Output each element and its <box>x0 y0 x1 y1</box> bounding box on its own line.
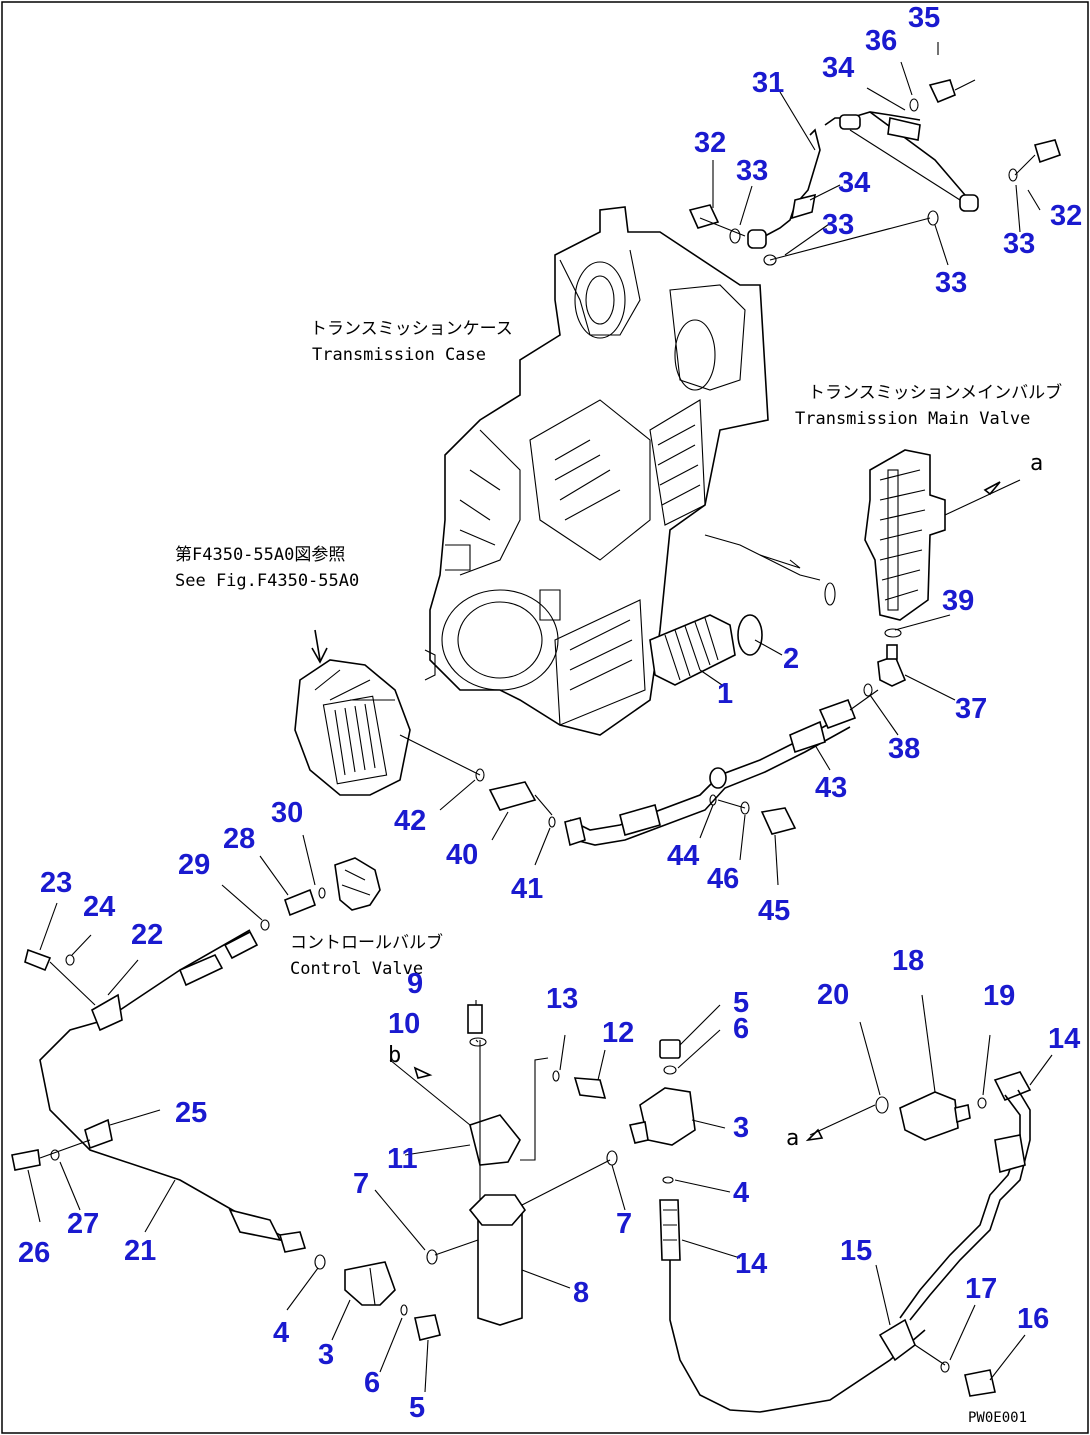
lower-left-hose <box>11 929 326 1270</box>
callout-26: 26 <box>18 1237 50 1269</box>
right-hose-assembly <box>805 1071 1032 1321</box>
callout-37: 37 <box>955 693 987 725</box>
callout-38: 38 <box>888 733 920 765</box>
leader-lines <box>27 42 1053 1393</box>
callout-11: 11 <box>387 1143 418 1175</box>
callout-36: 36 <box>865 25 897 57</box>
filter-assembly <box>344 1004 618 1341</box>
control-valve-jp-label: コントロールバルブ <box>290 932 443 953</box>
callout-32: 32 <box>694 127 726 159</box>
callout-3: 3 <box>733 1112 749 1144</box>
ref-a-bottom: a <box>786 1126 799 1151</box>
callout-5: 5 <box>409 1392 425 1424</box>
callout-15: 15 <box>840 1235 872 1267</box>
callout-22: 22 <box>131 919 163 951</box>
callout-7: 7 <box>616 1208 632 1240</box>
upper-pipe-assembly <box>688 79 1062 266</box>
callout-12: 12 <box>602 1017 634 1049</box>
callout-33: 33 <box>822 209 854 241</box>
callout-14: 14 <box>735 1248 767 1280</box>
strainer-assembly <box>649 614 763 686</box>
callout-14: 14 <box>1048 1023 1080 1055</box>
see-fig-en-label: See Fig.F4350-55A0 <box>175 571 359 591</box>
ref-b: b <box>388 1043 401 1068</box>
trans-case-jp-label: トランスミッションケース <box>310 319 513 339</box>
callout-33: 33 <box>736 155 768 187</box>
transmission-case <box>424 206 836 736</box>
control-valve-assembly <box>260 857 381 931</box>
right-valve-assembly <box>628 1039 996 1413</box>
callout-32: 32 <box>1050 200 1082 232</box>
transmission-main-valve <box>863 449 1021 697</box>
callout-17: 17 <box>965 1273 997 1305</box>
callout-13: 13 <box>546 983 578 1015</box>
callout-24: 24 <box>83 891 115 923</box>
see-fig-jp-label: 第F4350-55A0図参照 <box>175 545 345 565</box>
callout-42: 42 <box>394 805 426 837</box>
callout-20: 20 <box>817 979 849 1011</box>
ref-a-top: a <box>1030 451 1043 476</box>
callout-27: 27 <box>67 1208 99 1240</box>
callout-30: 30 <box>271 797 303 829</box>
main-valve-en-label: Transmission Main Valve <box>795 409 1030 429</box>
callout-4: 4 <box>273 1317 289 1349</box>
callout-25: 25 <box>175 1097 207 1129</box>
callout-34: 34 <box>838 167 870 199</box>
clutch-housing <box>294 629 481 796</box>
callout-19: 19 <box>983 980 1015 1012</box>
callout-29: 29 <box>178 849 210 881</box>
callout-5: 5 <box>733 987 749 1019</box>
callout-45: 45 <box>758 895 790 927</box>
callout-8: 8 <box>573 1277 589 1309</box>
callout-3: 3 <box>318 1339 334 1371</box>
callout-40: 40 <box>446 839 478 871</box>
main-valve-jp-label: トランスミッションメインバルブ <box>808 382 1062 403</box>
callout-2: 2 <box>783 643 799 675</box>
callout-6: 6 <box>733 1013 749 1045</box>
callout-39: 39 <box>942 585 974 617</box>
callout-28: 28 <box>223 823 255 855</box>
callout-43: 43 <box>815 772 847 804</box>
annotation-labels: トランスミッションケース Transmission Case トランスミッション… <box>175 319 1062 1426</box>
callout-35: 35 <box>908 2 940 34</box>
callout-10: 10 <box>388 1008 420 1040</box>
callout-16: 16 <box>1017 1303 1049 1335</box>
callout-7: 7 <box>353 1168 369 1200</box>
callout-31: 31 <box>752 67 784 99</box>
callout-44: 44 <box>667 840 699 872</box>
control-valve-en-label: Control Valve <box>290 959 423 979</box>
drawing-code: PW0E001 <box>968 1410 1027 1426</box>
callout-21: 21 <box>124 1235 156 1267</box>
callout-46: 46 <box>707 863 739 895</box>
callout-33: 33 <box>1003 228 1035 260</box>
callout-18: 18 <box>892 945 924 977</box>
callout-23: 23 <box>40 867 72 899</box>
trans-case-en-label: Transmission Case <box>312 345 486 365</box>
callout-34: 34 <box>822 52 854 84</box>
callout-4: 4 <box>733 1177 749 1209</box>
callout-9: 9 <box>407 968 423 1000</box>
middle-pipe-assembly <box>475 689 879 847</box>
callout-1: 1 <box>717 678 733 710</box>
callout-numbers: 35 36 34 31 32 33 34 33 32 33 33 39 2 1 … <box>18 2 1082 1424</box>
callout-41: 41 <box>511 873 543 905</box>
callout-33: 33 <box>935 267 967 299</box>
callout-6: 6 <box>364 1367 380 1399</box>
